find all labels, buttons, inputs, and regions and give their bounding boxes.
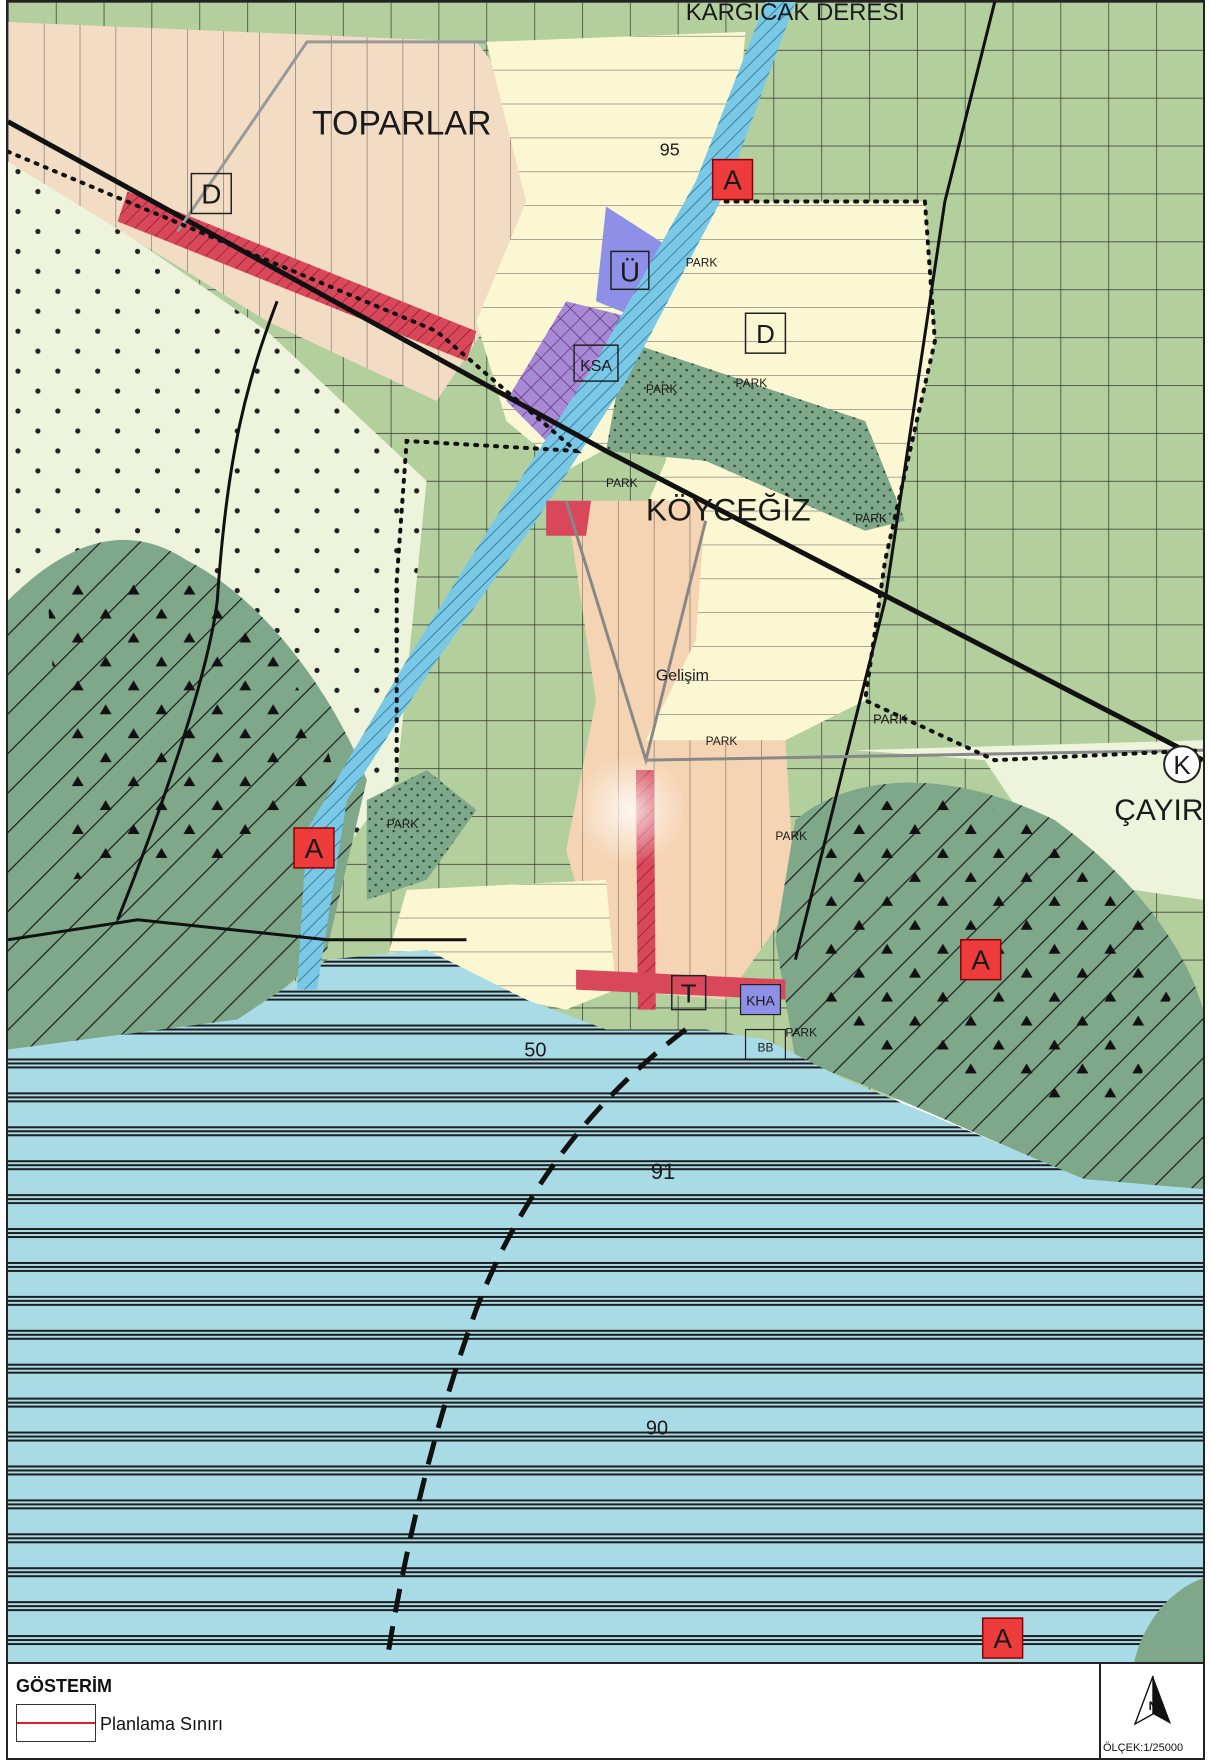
zone-marker-d[interactable] xyxy=(190,172,233,215)
park-label-6: PARK xyxy=(873,711,908,726)
legend-label-planning-boundary: Planlama Sınırı xyxy=(100,1714,224,1734)
park-area-southwest-dots xyxy=(366,770,477,900)
zone-marker-t-text: T xyxy=(681,981,697,1009)
contour-label-50: 50 xyxy=(524,1039,546,1061)
zone-marker-k-text: K xyxy=(1173,752,1190,780)
label-toparlar: TOPARLAR xyxy=(312,105,491,143)
highway-d400 xyxy=(8,119,1203,763)
zone-marker-bb[interactable] xyxy=(744,1028,786,1061)
zone-marker-d-east-text: D xyxy=(756,321,775,349)
park-label-9: PARK xyxy=(387,817,419,831)
zone-marker-a-north[interactable] xyxy=(711,158,754,201)
park-label-7: PARK xyxy=(706,734,738,748)
park-area-dots xyxy=(605,341,905,531)
road-south xyxy=(8,918,467,942)
park-label-5: PARK xyxy=(855,512,887,526)
zone-marker-bb-text: BB xyxy=(757,1040,773,1054)
zone-marker-k[interactable] xyxy=(1163,745,1202,784)
ferry-route xyxy=(384,1027,688,1662)
park-label-1: PARK xyxy=(686,255,718,269)
label-koycegiz: KÖYCEĞİZ xyxy=(646,492,811,528)
planning-boundary-dotted xyxy=(8,149,1203,783)
zone-marker-a-north-text: A xyxy=(723,165,742,196)
residential-area-koycegiz-hatch xyxy=(566,500,796,1000)
zone-marker-a-west[interactable] xyxy=(293,827,335,869)
zone-marker-ksa-text: KSA xyxy=(580,358,612,375)
label-cayiri: ÇAYIRI xyxy=(1114,794,1203,827)
zone-marker-a-west-text: A xyxy=(305,833,324,864)
zone-marker-a-south-text: A xyxy=(993,1623,1012,1654)
legend-title: GÖSTERİM xyxy=(16,1676,113,1696)
contour-label-90: 90 xyxy=(646,1418,668,1440)
park-label-8: PARK xyxy=(775,829,807,843)
zone-marker-kha[interactable] xyxy=(739,984,782,1016)
road-west xyxy=(116,300,279,921)
park-label-4: PARK xyxy=(606,476,638,490)
north-arrow-icon: N xyxy=(1133,1675,1171,1726)
road-northwest xyxy=(176,40,487,233)
park-label-2: PARK xyxy=(646,382,678,396)
zone-marker-u-text: Ü xyxy=(620,256,640,287)
legend-swatch-planning-boundary xyxy=(16,1704,96,1742)
forest-area-west-triangles xyxy=(47,571,337,880)
lake-hatch xyxy=(8,949,1203,1662)
zone-marker-d-east[interactable] xyxy=(744,312,787,354)
stream-channel-hatch xyxy=(297,2,796,990)
compass-box: N ÖLÇEK:1/25000 xyxy=(1099,1664,1203,1758)
zone-marker-a-east[interactable] xyxy=(960,938,1002,981)
focus-highlight xyxy=(575,754,687,866)
zone-marker-kha-text: KHA xyxy=(746,993,775,1009)
commerce-block xyxy=(546,500,592,536)
scale-text: ÖLÇEK:1/25000 xyxy=(1103,1742,1184,1754)
park-label-10: PARK xyxy=(785,1026,817,1040)
zone-marker-d-text: D xyxy=(201,179,221,210)
north-arrow-text: N xyxy=(1149,1699,1158,1713)
park-label-3: PARK xyxy=(736,376,768,390)
zone-marker-ksa[interactable] xyxy=(573,344,619,382)
map-frame[interactable]: TOPARLAR KÖYCEĞİZ ÇAYIRI KARGICAK DERESİ… xyxy=(6,0,1205,1664)
zone-marker-a-east-text: A xyxy=(971,945,990,976)
commerce-corridor-shore xyxy=(576,969,786,1000)
contour-label-95: 95 xyxy=(660,140,680,160)
plan-map[interactable]: TOPARLAR KÖYCEĞİZ ÇAYIRI KARGICAK DERESİ… xyxy=(8,2,1203,1662)
zone-marker-t[interactable] xyxy=(671,974,707,1011)
legend-panel: GÖSTERİM Planlama Sınırı N ÖLÇEK:1/25000 xyxy=(6,1664,1205,1760)
shore-area-southeast xyxy=(1134,1578,1203,1662)
zone-marker-u[interactable] xyxy=(610,250,650,291)
road-east xyxy=(793,2,997,961)
zone-marker-a-south[interactable] xyxy=(981,1617,1024,1659)
label-gelisim: Gelişim xyxy=(656,667,709,684)
label-kargicak-deresi: KARGICAK DERESİ xyxy=(686,2,905,26)
contour-label-91: 91 xyxy=(651,1159,675,1184)
